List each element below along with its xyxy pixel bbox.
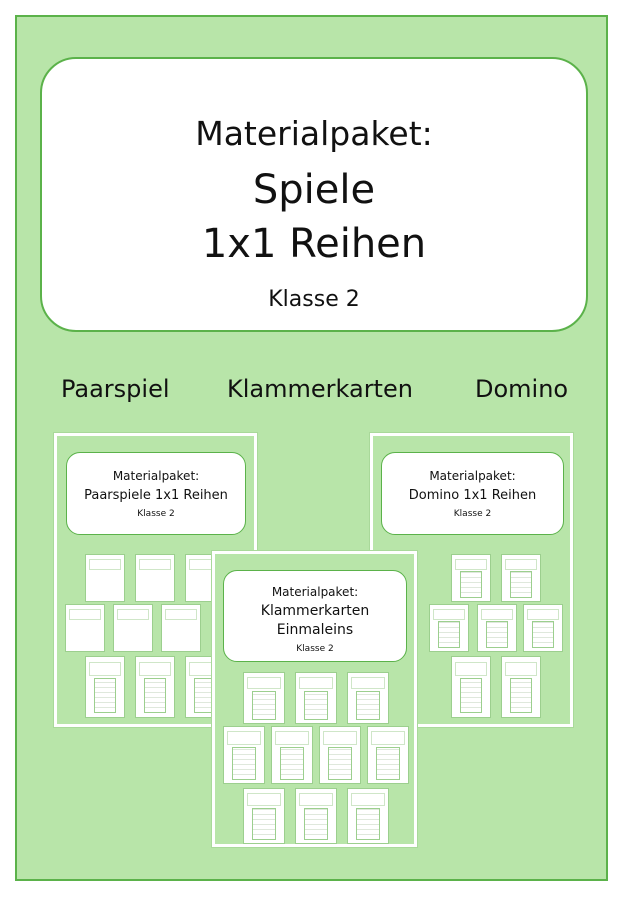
title-line-reihen: 1x1 Reihen <box>201 221 427 267</box>
title-line-spiele: Spiele <box>252 167 376 213</box>
mini-card <box>135 554 175 602</box>
mini-card <box>347 788 389 844</box>
label-klammerkarten: Klammerkarten <box>227 375 413 403</box>
mini-card <box>113 604 153 652</box>
mini-card <box>135 656 175 718</box>
mini-card <box>523 604 563 652</box>
mini-card <box>501 554 541 602</box>
thumb-title-line: Materialpaket: <box>429 469 516 483</box>
mini-card <box>477 604 517 652</box>
cover-page: Materialpaket: Spiele 1x1 Reihen Klasse … <box>15 15 608 881</box>
mini-card <box>271 726 313 784</box>
mini-card <box>501 656 541 718</box>
mini-card <box>367 726 409 784</box>
thumb-title-line: Materialpaket: <box>112 469 200 483</box>
thumb-title-line: Klammerkarten <box>260 603 370 619</box>
mini-card <box>451 656 491 718</box>
mini-card <box>85 656 125 718</box>
label-paarspiel: Paarspiel <box>61 375 170 403</box>
thumbnail-klammerkarten: Materialpaket: Klammerkarten Einmaleins … <box>212 551 417 847</box>
thumb-title-line: Paarspiele 1x1 Reihen <box>84 488 228 503</box>
title-box: Materialpaket: Spiele 1x1 Reihen Klasse … <box>40 57 588 332</box>
mini-card <box>319 726 361 784</box>
thumb-title-line: Klasse 2 <box>453 509 492 519</box>
mini-card <box>223 726 265 784</box>
mini-card <box>65 604 105 652</box>
mini-card <box>243 672 285 724</box>
mini-card <box>429 604 469 652</box>
mini-card <box>295 788 337 844</box>
thumb-title-line: Domino 1x1 Reihen <box>408 488 537 503</box>
mini-card <box>85 554 125 602</box>
title-line-materialpaket: Materialpaket: <box>195 114 433 153</box>
mini-card <box>161 604 201 652</box>
thumbnail-paarspiel: Materialpaket: Paarspiele 1x1 Reihen Kla… <box>54 433 257 727</box>
mini-card <box>347 672 389 724</box>
mini-card <box>451 554 491 602</box>
label-domino: Domino <box>475 375 569 403</box>
thumb-title-box: Materialpaket: Klammerkarten Einmaleins … <box>223 570 407 662</box>
mini-card <box>243 788 285 844</box>
thumb-title-box: Materialpaket: Paarspiele 1x1 Reihen Kla… <box>66 452 246 535</box>
thumb-title-box: Materialpaket: Domino 1x1 Reihen Klasse … <box>381 452 564 535</box>
mini-card <box>295 672 337 724</box>
thumb-title-line: Einmaleins <box>276 622 354 638</box>
thumb-title-line: Materialpaket: <box>271 585 359 599</box>
thumb-title-line: Klasse 2 <box>137 509 175 519</box>
title-line-klasse: Klasse 2 <box>268 287 360 312</box>
thumb-title-line: Klasse 2 <box>296 644 334 654</box>
